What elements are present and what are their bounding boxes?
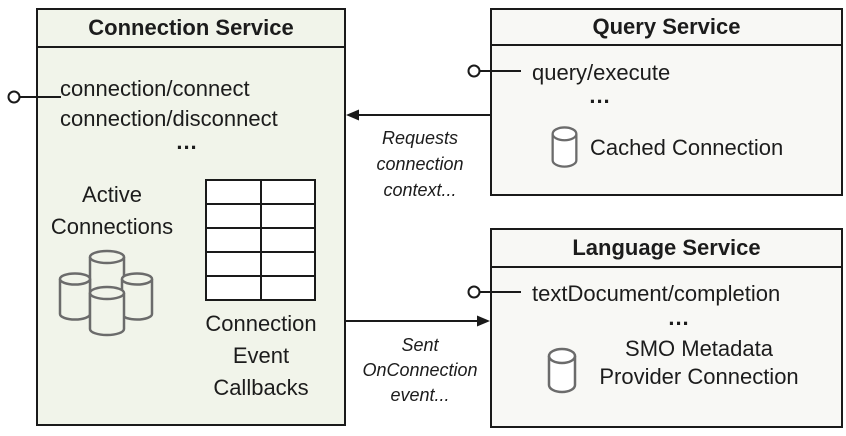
cached-connection-label: Cached Connection — [590, 135, 784, 160]
connection-service-title: Connection Service — [38, 10, 344, 48]
table-cell — [207, 277, 260, 299]
ellipsis-label: ... — [589, 83, 611, 108]
ellipsis-label: ... — [668, 305, 690, 330]
table-cell — [261, 229, 314, 251]
method-label: connection/connect — [60, 76, 250, 101]
sent-onconnection-label: Sent OnConnection event... — [362, 335, 478, 405]
table-cell — [207, 229, 260, 251]
connection-service-box: Connection Service connection/connect co… — [36, 8, 346, 426]
query-service-methods: query/execute — [532, 58, 670, 88]
interface-lollipop-icon — [7, 90, 61, 104]
language-service-methods: textDocument/completion — [532, 279, 780, 309]
smo-metadata-provider-label: SMO Metadata Provider Connection — [599, 336, 799, 389]
requests-connection-label: Requests connection context... — [376, 128, 464, 200]
table-cell — [261, 277, 314, 299]
database-icon — [551, 126, 578, 168]
table-cell — [207, 205, 260, 227]
language-service-box: Language Service textDocument/completion… — [490, 228, 843, 428]
sent-onconnection-arrow — [344, 315, 490, 327]
table-cell — [207, 253, 260, 275]
method-label: connection/disconnect — [60, 106, 278, 131]
query-service-title: Query Service — [492, 10, 841, 46]
language-service-title: Language Service — [492, 230, 841, 268]
table-cell — [261, 253, 314, 275]
requests-connection-arrow — [346, 109, 492, 121]
callback-table-grid — [205, 179, 316, 301]
active-connections-label: Active Connections — [50, 182, 174, 239]
method-label: query/execute — [532, 60, 671, 85]
table-cell — [261, 205, 314, 227]
interface-lollipop-icon — [467, 64, 521, 78]
database-icon — [547, 347, 577, 394]
interface-lollipop-icon — [467, 285, 521, 299]
query-service-box: Query Service query/execute ... Cached C… — [490, 8, 843, 196]
ellipsis-label: ... — [176, 129, 198, 154]
database-cluster-icon — [58, 249, 154, 337]
table-cell — [207, 181, 260, 203]
connection-event-callbacks-label: Connection Event Callbacks — [205, 311, 317, 400]
method-label: textDocument/completion — [532, 281, 781, 306]
table-cell — [261, 181, 314, 203]
connection-service-methods: connection/connect connection/disconnect — [60, 74, 278, 134]
